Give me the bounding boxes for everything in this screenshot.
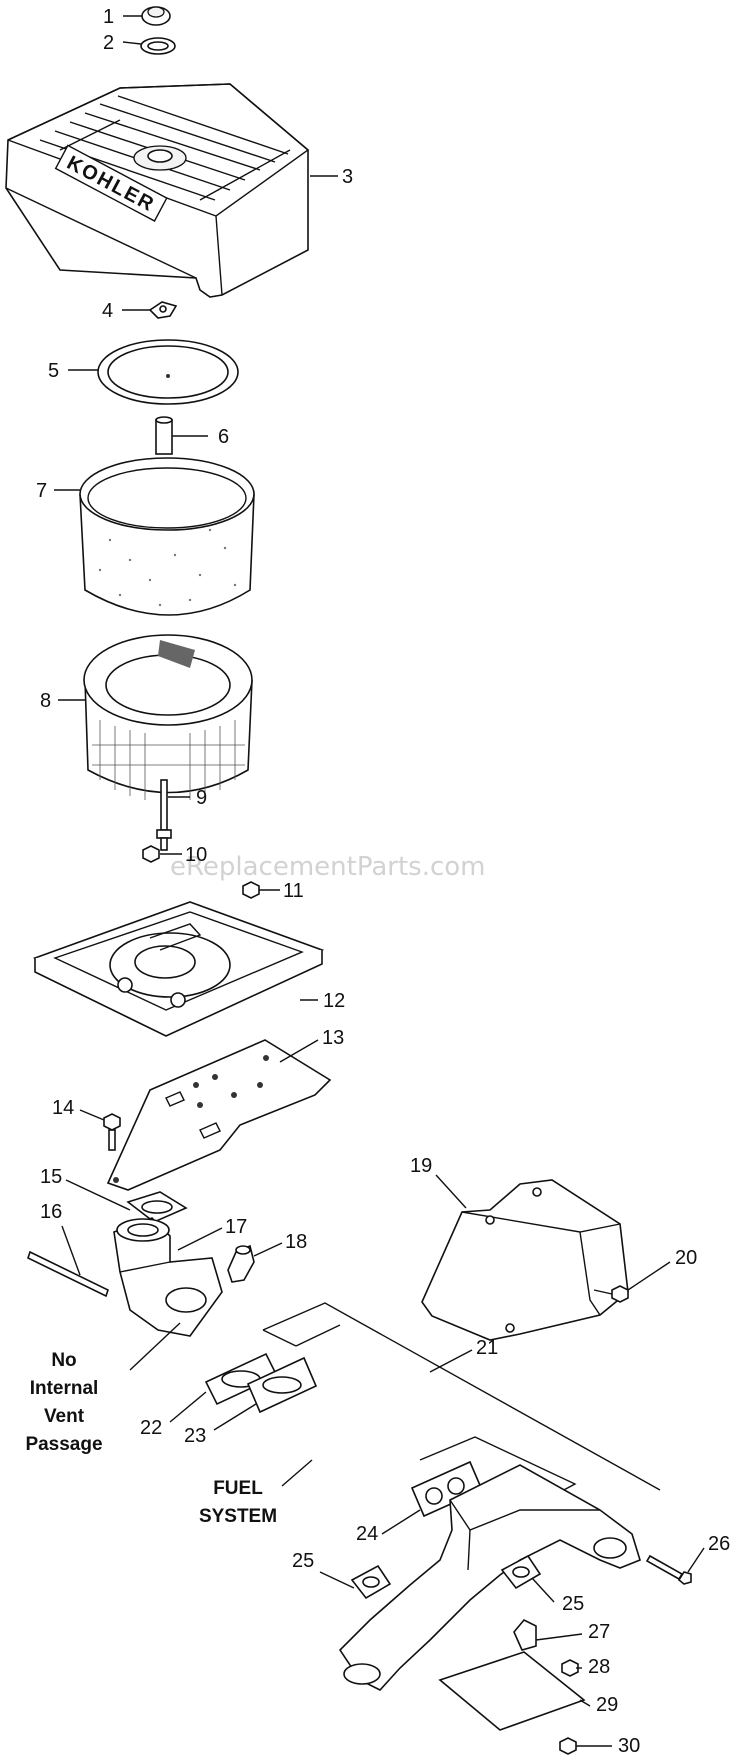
part-10-nut <box>142 845 160 863</box>
part-3-cover: KOHLER <box>5 83 310 298</box>
leader-lines <box>54 15 705 1747</box>
callout-22: 22 <box>140 1417 162 1439</box>
part-12-base <box>32 901 325 1037</box>
part-13-bracket <box>106 1039 332 1191</box>
note-fuel-system: FUEL SYSTEM <box>199 1478 277 1527</box>
svg-text:Passage: Passage <box>25 1434 102 1455</box>
part-6-spacer <box>155 416 173 455</box>
callout-27: 27 <box>588 1621 610 1643</box>
callout-16: 16 <box>40 1201 62 1223</box>
part-5-seal <box>97 339 239 405</box>
callout-17: 17 <box>225 1216 247 1238</box>
callout-12: 12 <box>323 990 345 1012</box>
callout-10: 10 <box>185 844 207 866</box>
part-15-gasket <box>126 1191 188 1223</box>
svg-text:SYSTEM: SYSTEM <box>199 1506 277 1527</box>
callout-13: 13 <box>322 1027 344 1049</box>
part-16-rod <box>27 1250 109 1298</box>
part-7-precleaner <box>79 457 255 616</box>
callout-28: 28 <box>588 1656 610 1678</box>
callout-2: 2 <box>103 32 114 54</box>
svg-text:FUEL: FUEL <box>213 1478 263 1499</box>
svg-text:Vent: Vent <box>44 1406 85 1427</box>
note-no-internal-vent-passage: No Internal Vent Passage <box>25 1350 102 1455</box>
callout-6: 6 <box>218 426 229 448</box>
callout-labels: 1 2 3 4 5 6 7 8 9 10 11 12 13 14 15 16 1… <box>36 6 730 1757</box>
callout-5: 5 <box>48 360 59 382</box>
part-9-stud <box>156 779 172 851</box>
part-19-heat-shield <box>421 1179 629 1341</box>
watermark: eReplacementParts.com <box>170 852 486 882</box>
part-18-fitting <box>227 1244 255 1283</box>
callout-7: 7 <box>36 480 47 502</box>
callout-15: 15 <box>40 1166 62 1188</box>
callout-1: 1 <box>103 6 114 28</box>
svg-text:Internal: Internal <box>30 1378 99 1399</box>
callout-11: 11 <box>283 880 304 902</box>
part-17-elbow <box>113 1217 223 1337</box>
part-8-filter-element <box>83 634 253 800</box>
callout-18: 18 <box>285 1231 307 1253</box>
callout-26: 26 <box>708 1533 730 1555</box>
part-4-clip <box>148 301 178 319</box>
exhaust-manifold <box>338 1464 641 1691</box>
part-25-gasket-left <box>350 1564 392 1600</box>
part-14-screw <box>103 1113 121 1151</box>
callout-24: 24 <box>356 1523 378 1545</box>
callout-19: 19 <box>410 1155 432 1177</box>
part-27-clamp <box>513 1619 537 1651</box>
part-26-bolt <box>645 1554 692 1585</box>
part-24-gasket <box>410 1460 484 1518</box>
callout-30: 30 <box>618 1735 640 1757</box>
callout-25-right: 25 <box>562 1593 584 1615</box>
callout-14: 14 <box>52 1097 74 1119</box>
callout-25-left: 25 <box>292 1550 314 1572</box>
callout-3: 3 <box>342 166 353 188</box>
part-20-screw <box>593 1285 629 1303</box>
part-30-nut <box>559 1737 577 1755</box>
part-25-gasket-right <box>500 1554 542 1590</box>
svg-text:No: No <box>51 1350 76 1371</box>
part-28-nut <box>561 1659 579 1677</box>
part-29-plate <box>438 1651 586 1731</box>
callout-4: 4 <box>102 300 113 322</box>
part-11-nut <box>242 881 260 899</box>
part-2-washer <box>140 37 176 55</box>
part-23-gasket <box>246 1356 318 1414</box>
callout-23: 23 <box>184 1425 206 1447</box>
callout-8: 8 <box>40 690 51 712</box>
callout-29: 29 <box>596 1694 618 1716</box>
callout-20: 20 <box>675 1247 697 1269</box>
callout-21: 21 <box>476 1337 498 1359</box>
callout-9: 9 <box>196 787 207 809</box>
part-1-knob <box>141 6 171 26</box>
